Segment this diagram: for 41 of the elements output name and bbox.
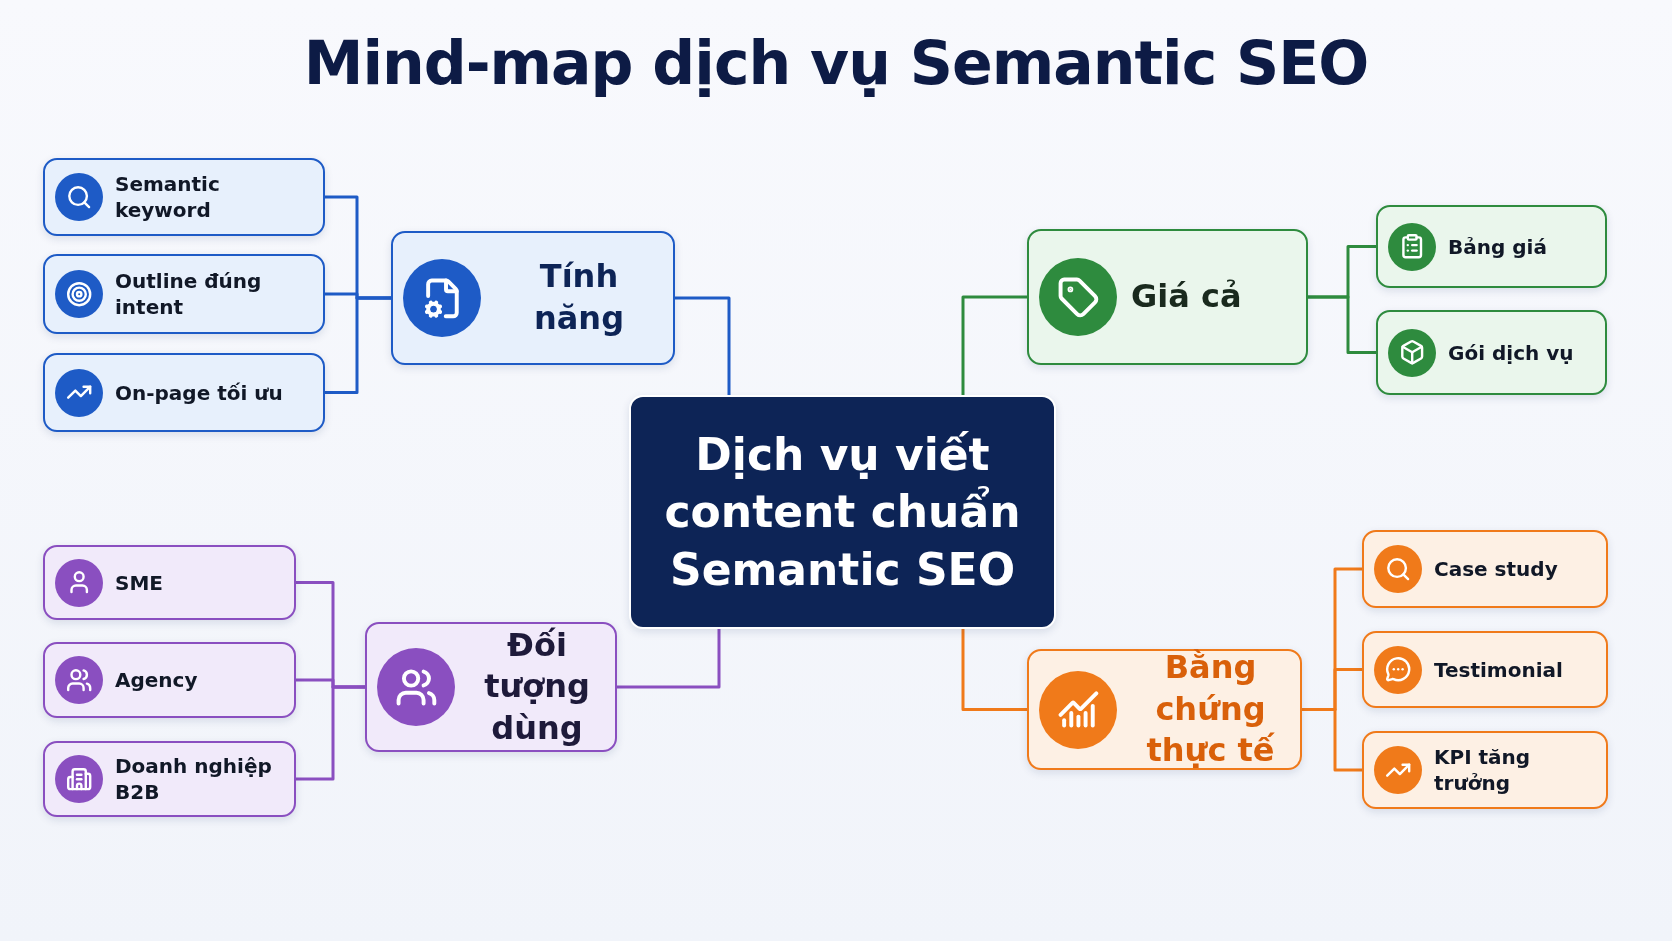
connector-line xyxy=(325,296,391,394)
connector-line xyxy=(675,296,731,395)
subtopic-box xyxy=(43,353,325,432)
branch-topic-box xyxy=(1027,229,1308,365)
connector-line xyxy=(1302,708,1362,772)
connector-line xyxy=(617,629,721,689)
subtopic-box xyxy=(43,254,325,334)
node-label: SME xyxy=(115,569,163,596)
node-label: Testimonial xyxy=(1434,656,1563,683)
node-label: Bằng chứng thực tế xyxy=(1145,647,1276,772)
subtopic-box xyxy=(43,545,296,620)
connector-line xyxy=(961,629,1027,711)
node-label: Đối tượng dùng xyxy=(483,624,591,749)
node-label: Gói dịch vụ xyxy=(1448,339,1574,366)
title: Mind-map dịch vụ Semantic SEO xyxy=(302,28,1370,98)
node-label: Agency xyxy=(115,667,198,693)
node-label: Doanh nghiệp B2B xyxy=(115,753,273,805)
node-label: Bảng giá xyxy=(1448,233,1547,260)
node-label: Case study xyxy=(1434,556,1558,582)
connector-line xyxy=(961,295,1027,395)
connector-line xyxy=(1308,295,1376,354)
connector-line xyxy=(296,685,365,781)
subtopic-box xyxy=(43,642,296,718)
branch-topic-box xyxy=(1027,649,1302,770)
subtopic-box xyxy=(1376,205,1607,288)
node-label: Giá cả xyxy=(1131,276,1242,318)
branch-topic-box xyxy=(391,231,675,365)
node-label: Outline đúng intent xyxy=(115,268,263,320)
subtopic-box xyxy=(1362,631,1608,708)
branch-topic-box xyxy=(365,622,617,752)
central-topic-box xyxy=(629,395,1056,629)
subtopic-box xyxy=(43,741,296,817)
node-label: KPI tăng trưởng xyxy=(1434,744,1532,796)
subtopic-box xyxy=(1376,310,1607,395)
node-label: Dịch vụ viết content chuẩn Semantic SEO xyxy=(663,428,1022,597)
subtopic-box xyxy=(1362,530,1608,608)
node-label: On-page tối ưu xyxy=(115,379,283,406)
subtopic-box xyxy=(43,158,325,236)
node-label: Tính năng xyxy=(532,256,626,339)
subtopic-box xyxy=(1362,731,1608,809)
node-label: Semantic keyword xyxy=(115,171,221,223)
